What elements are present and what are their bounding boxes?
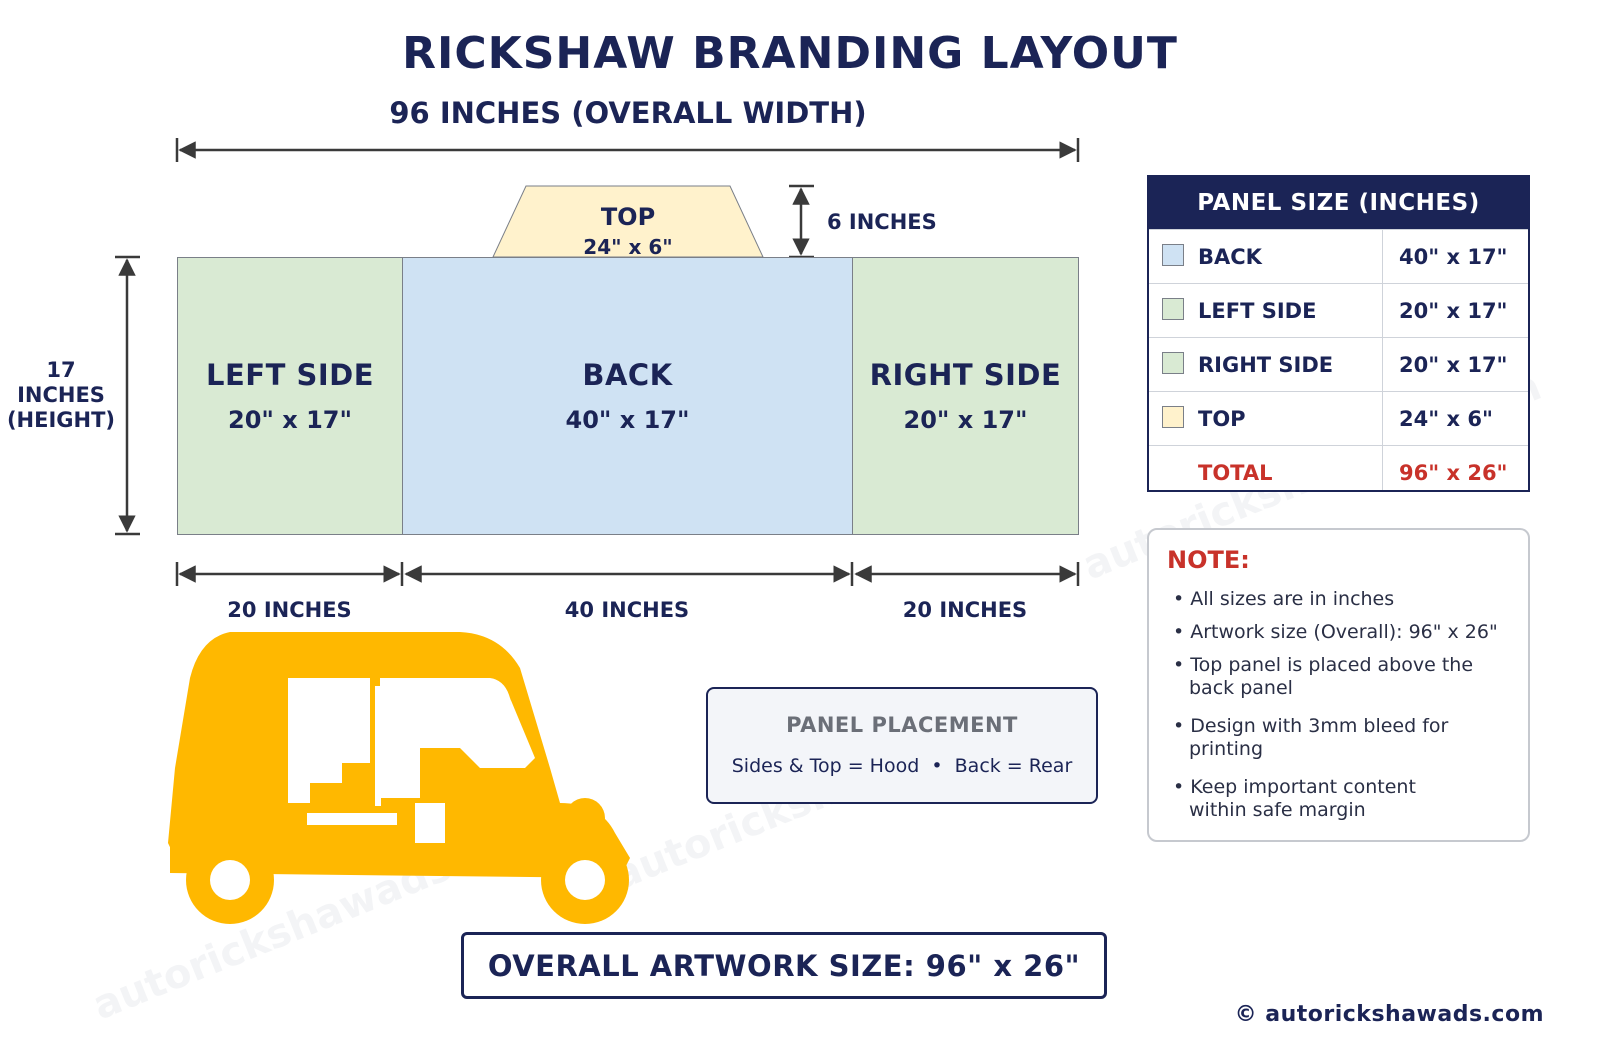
panel-size: 20" x 17" (903, 406, 1028, 434)
note-box: NOTE: • All sizes are in inches • Artwor… (1147, 528, 1530, 842)
right-side-panel: RIGHT SIDE 20" x 17" (852, 257, 1079, 535)
total-name: TOTAL (1198, 460, 1273, 485)
auto-rickshaw-icon (168, 632, 630, 924)
table-row: BACK 40" x 17" (1149, 229, 1528, 283)
top-panel-name: TOP (600, 203, 656, 231)
height-label-unit: INCHES (17, 383, 105, 407)
panel-name: RIGHT SIDE (869, 358, 1062, 392)
color-swatch (1162, 244, 1184, 266)
panel-name: LEFT SIDE (205, 358, 375, 392)
row-size: 40" x 17" (1399, 244, 1508, 269)
row-name: LEFT SIDE (1198, 298, 1317, 323)
panel-name: BACK (582, 358, 673, 392)
back-panel: BACK 40" x 17" (402, 257, 853, 535)
table-row: RIGHT SIDE 20" x 17" (1149, 337, 1528, 391)
copyright: © autorickshawads.com (1234, 1002, 1544, 1027)
page-title: RICKSHAW BRANDING LAYOUT (402, 28, 1178, 79)
table-row-total: TOTAL 96" x 26" (1149, 445, 1528, 499)
panel-placement-box: PANEL PLACEMENT Sides & Top = Hood • Bac… (706, 687, 1098, 804)
note-item: • Top panel is placed above the back pan… (1173, 654, 1474, 699)
panel-size: 40" x 17" (565, 406, 690, 434)
back-width-label: 40 INCHES (564, 598, 690, 622)
top-height-label: 6 INCHES (827, 210, 937, 234)
color-swatch (1162, 298, 1184, 320)
total-size: 96" x 26" (1399, 460, 1508, 485)
note-item: • Design with 3mm bleed for printing (1173, 715, 1449, 760)
note-item: • Artwork size (Overall): 96" x 26" (1173, 621, 1498, 643)
row-name: TOP (1198, 406, 1246, 431)
note-item: • Keep important content within safe mar… (1173, 776, 1416, 821)
row-name: RIGHT SIDE (1198, 352, 1334, 377)
table-row: LEFT SIDE 20" x 17" (1149, 283, 1528, 337)
row-name: BACK (1198, 244, 1262, 269)
panel-size: 20" x 17" (228, 406, 352, 434)
right-width-label: 20 INCHES (902, 598, 1028, 622)
table-header: PANEL SIZE (INCHES) (1149, 177, 1528, 229)
overall-width-label: 96 INCHES (OVERALL WIDTH) (389, 96, 867, 130)
left-width-label: 20 INCHES (227, 598, 352, 622)
left-side-panel: LEFT SIDE 20" x 17" (177, 257, 403, 535)
column-divider (1382, 229, 1383, 490)
height-label-caption: (HEIGHT) (6, 408, 116, 432)
note-item: • All sizes are in inches (1173, 588, 1395, 610)
row-size: 20" x 17" (1399, 352, 1508, 377)
overall-artwork-size: OVERALL ARTWORK SIZE: 96" x 26" (461, 932, 1107, 999)
top-panel-size: 24" x 6" (583, 235, 673, 259)
panel-size-table: PANEL SIZE (INCHES) BACK 40" x 17" LEFT … (1147, 175, 1530, 492)
color-swatch (1162, 406, 1184, 428)
table-row: TOP 24" x 6" (1149, 391, 1528, 445)
placement-header: PANEL PLACEMENT (786, 713, 1018, 737)
note-header: NOTE: (1167, 546, 1250, 574)
placement-body: Sides & Top = Hood • Back = Rear (731, 755, 1073, 777)
row-size: 20" x 17" (1399, 298, 1508, 323)
height-label-value: 17 (46, 358, 76, 382)
color-swatch (1162, 352, 1184, 374)
row-size: 24" x 6" (1399, 406, 1493, 431)
height-label: 17 INCHES (HEIGHT) (0, 358, 122, 433)
